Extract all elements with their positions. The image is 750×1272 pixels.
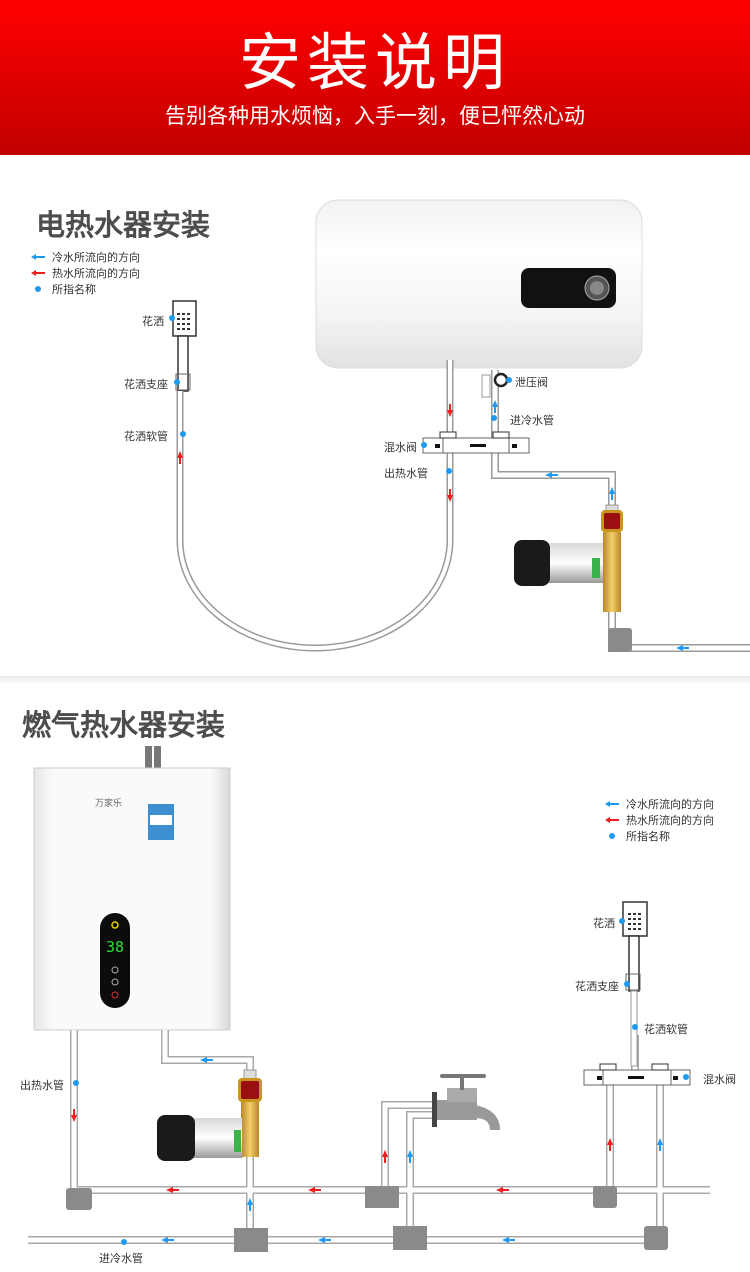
page-title: 安装说明 [238, 26, 511, 99]
label-cold-inlet-electric: 进冷水管 [510, 414, 554, 427]
label-hot-outlet-gas: 出热水管 [20, 1079, 64, 1092]
circulation-pump-gas [157, 1069, 262, 1161]
legend-item-cold: 冷水所流向的方向 [598, 796, 714, 812]
gas-section-title: 燃气热水器安装 [22, 708, 226, 742]
elbow-fitting [608, 628, 632, 652]
flow-arrows-electric [177, 400, 689, 651]
flow-arrows-gas [71, 1057, 663, 1243]
hot-arrow-icon [24, 270, 52, 276]
label-shower-hose-electric: 花洒软管 [124, 430, 168, 443]
label-shower-head-gas: 花洒 [593, 917, 615, 930]
dot-icon [24, 285, 52, 293]
faucet [432, 1074, 500, 1130]
legend-item-hot: 热水所流向的方向 [598, 812, 714, 828]
electric-section-title: 电热水器安装 [36, 208, 211, 242]
legend-item-cold: 冷水所流向的方向 [24, 249, 140, 265]
mixing-valve-gas [583, 1063, 691, 1086]
temperature-display: 38 [105, 938, 125, 956]
dot-icon [598, 832, 626, 840]
legend-gas: 冷水所流向的方向 热水所流向的方向 所指名称 [598, 796, 714, 844]
marker-dots-electric [169, 315, 512, 474]
page-subtitle: 告别各种用水烦恼，入手一刻，便已怦然心动 [165, 104, 585, 128]
marker-dots-gas [73, 918, 689, 1245]
mixing-valve-electric [422, 431, 530, 454]
cold-arrow-icon [598, 801, 626, 807]
label-mixing-valve-gas: 混水阀 [703, 1073, 736, 1086]
header-banner: 安装说明 告别各种用水烦恼，入手一刻，便已怦然心动 [0, 0, 750, 155]
hot-arrow-icon [598, 817, 626, 823]
legend-electric: 冷水所流向的方向 热水所流向的方向 所指名称 [24, 249, 140, 297]
label-shower-head-electric: 花洒 [142, 315, 164, 328]
label-cold-inlet-gas: 进冷水管 [99, 1252, 143, 1265]
section-divider [0, 676, 750, 684]
cold-arrow-icon [24, 254, 52, 260]
label-hot-outlet-electric: 出热水管 [384, 467, 428, 480]
shower-head-electric [172, 300, 197, 392]
label-shower-holder-electric: 花洒支座 [124, 378, 168, 391]
label-shower-hose-gas: 花洒软管 [644, 1023, 688, 1036]
legend-item-dot: 所指名称 [24, 281, 140, 297]
gas-water-heater [33, 746, 231, 1031]
electric-water-heater [315, 199, 643, 369]
legend-item-dot: 所指名称 [598, 828, 714, 844]
brand-logo: 万家乐 [95, 799, 123, 809]
circulation-pump-electric [514, 504, 623, 612]
label-shower-holder-gas: 花洒支座 [575, 980, 619, 993]
label-mixing-valve-electric: 混水阀 [384, 441, 417, 454]
label-relief-valve: 泄压阀 [515, 376, 548, 389]
pipe-fittings [66, 1186, 668, 1252]
legend-item-hot: 热水所流向的方向 [24, 265, 140, 281]
